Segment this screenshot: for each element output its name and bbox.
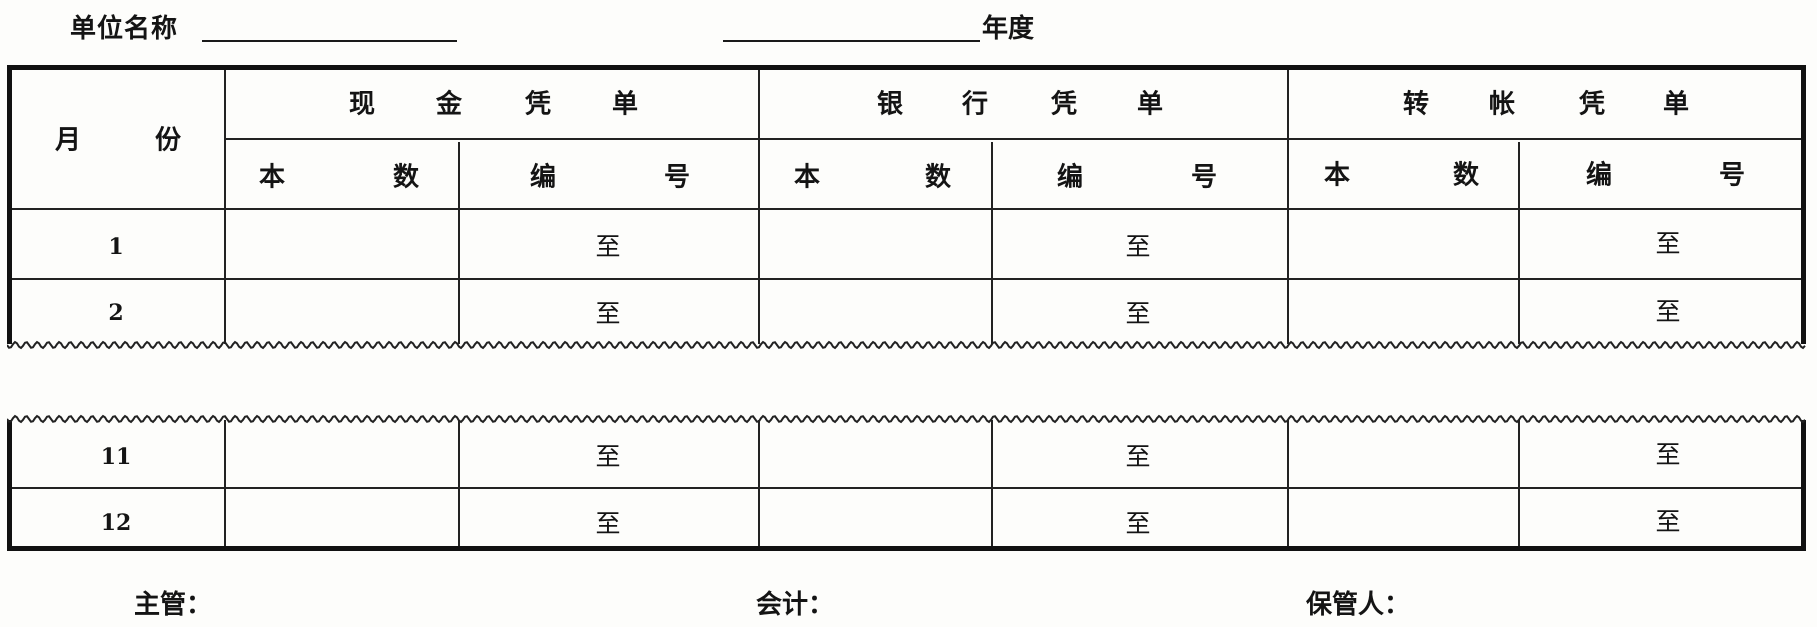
transfer-group-char-2: 帐 <box>1488 89 1516 120</box>
transfer-count-header-2: 数 <box>1452 160 1480 191</box>
transfer-count-header-1: 本 <box>1323 160 1351 191</box>
cash-count-header-1: 本 <box>258 162 286 193</box>
row-label-12: 12 <box>100 510 132 536</box>
cash-group-char-3: 凭 <box>524 89 552 120</box>
transfer-range-row-12: 至 <box>1655 507 1681 536</box>
cash-number-header-2: 号 <box>663 162 691 193</box>
transfer-number-header-2: 号 <box>1718 160 1746 191</box>
org-name-blank[interactable] <box>202 40 457 42</box>
bank-count-header-2: 数 <box>924 162 952 193</box>
bank-group-char-1: 银 <box>876 89 904 120</box>
header-bottom-line <box>12 208 1801 210</box>
row-11-bottom-line <box>12 487 1801 489</box>
bank-range-row-11: 至 <box>1125 442 1151 471</box>
bank-group-char-4: 单 <box>1136 89 1164 120</box>
transfer-group-char-4: 单 <box>1662 89 1690 120</box>
cash-range-row-11: 至 <box>595 442 621 471</box>
row-label-11: 11 <box>100 444 132 470</box>
row-1-bottom-line <box>12 278 1801 280</box>
break-wave-bottom <box>7 414 1806 424</box>
cash-range-row-2: 至 <box>595 299 621 328</box>
bank-range-row-1: 至 <box>1125 232 1151 261</box>
bank-group-char-3: 凭 <box>1050 89 1078 120</box>
row-label-2: 2 <box>108 300 124 326</box>
month-header-char-2: 份 <box>154 125 182 156</box>
group-header-divider <box>224 138 1801 140</box>
bank-number-header-1: 编 <box>1056 162 1084 193</box>
transfer-range-row-2: 至 <box>1655 297 1681 326</box>
transfer-group-char-1: 转 <box>1402 89 1430 120</box>
voucher-register-table: 月 份 现 金 凭 单 银 行 凭 单 转 帐 凭 单 本 数 编 号 本 数 … <box>7 65 1806 551</box>
bank-group-char-2: 行 <box>961 89 989 120</box>
cash-range-row-12: 至 <box>595 509 621 538</box>
year-label: 年度 <box>982 14 1035 44</box>
org-name-label: 单位名称 <box>70 14 179 44</box>
col-divider-month <box>224 70 226 546</box>
cash-number-header-1: 编 <box>529 162 557 193</box>
col-divider-group-2 <box>758 70 760 546</box>
transfer-range-row-1: 至 <box>1655 229 1681 258</box>
bank-range-row-2: 至 <box>1125 299 1151 328</box>
cash-count-header-2: 数 <box>392 162 420 193</box>
year-blank[interactable] <box>723 40 980 42</box>
cash-group-char-1: 现 <box>348 89 376 120</box>
keeper-label: 保管人： <box>1306 590 1411 620</box>
cash-group-char-4: 单 <box>611 89 639 120</box>
month-header-char-1: 月 <box>54 125 82 156</box>
cash-range-row-1: 至 <box>595 232 621 261</box>
supervisor-label: 主管： <box>134 590 213 620</box>
break-band <box>7 344 1806 420</box>
col-divider-group-3 <box>1287 70 1289 546</box>
accountant-label: 会计： <box>756 590 835 620</box>
bank-number-header-2: 号 <box>1190 162 1218 193</box>
form-header: 单位名称 年度 <box>0 0 1817 62</box>
row-label-1: 1 <box>108 234 124 260</box>
transfer-group-char-3: 凭 <box>1578 89 1606 120</box>
transfer-number-header-1: 编 <box>1585 160 1613 191</box>
cash-group-char-2: 金 <box>435 89 463 120</box>
transfer-range-row-11: 至 <box>1655 440 1681 469</box>
bank-range-row-12: 至 <box>1125 509 1151 538</box>
bank-count-header-1: 本 <box>793 162 821 193</box>
break-wave-top <box>7 340 1806 350</box>
